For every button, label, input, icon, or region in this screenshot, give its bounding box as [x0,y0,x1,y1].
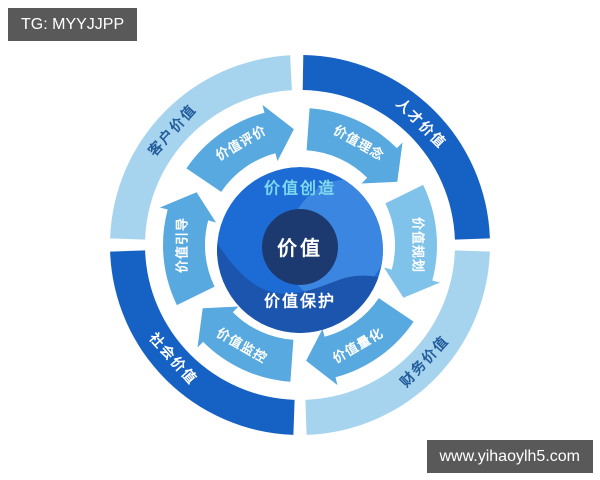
disc-dark-wave [217,243,383,333]
inner-disc: 价值创造 价值保护 价值 [217,167,383,333]
outer-segment-finance-value [305,250,490,435]
outer-segment-social-value [110,250,295,435]
watermark-website-badge: www.yihaoylh5.com [426,439,593,473]
outer-segment-talent-value [302,55,490,240]
core-label: 价值 [277,236,323,260]
watermark-telegram-badge: TG: MYYJJPP [8,8,138,42]
core-circle [262,209,338,285]
inner-top-label: 价值创造 [264,179,336,198]
flow-arrow-value-evaluation [186,104,294,192]
arrow-label-value-guidance: 价值引导 [175,217,191,273]
flow-arrow-value-philosophy [306,108,403,184]
flow-arrow-value-planning [384,184,441,298]
arrow-label-value-planning: 价值规划 [410,217,426,273]
flow-arrow-value-monitoring [197,306,294,382]
inner-bottom-label: 价值保护 [264,292,336,311]
outer-segment-customer-value [110,55,292,240]
flow-arrow-value-guidance [159,192,216,306]
arrow-ring: 价值评价价值理念价值规划价值量化价值监控价值引导 [159,104,441,386]
flow-arrow-value-quantification [306,298,414,386]
